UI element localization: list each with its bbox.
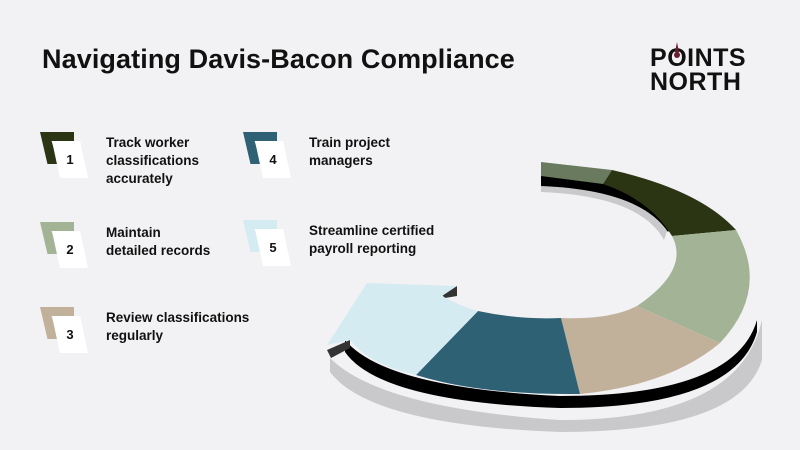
ring-segment-2 bbox=[637, 230, 750, 343]
page-title: Navigating Davis-Bacon Compliance bbox=[42, 44, 515, 74]
ring-segment-5-arrow bbox=[327, 283, 478, 375]
step-badge: 5 bbox=[243, 220, 295, 266]
logo-line-2: NORTH bbox=[650, 68, 742, 96]
step-badge: 3 bbox=[40, 307, 92, 353]
ring-segment-start bbox=[541, 162, 612, 184]
compass-pin-icon: O bbox=[667, 42, 688, 72]
step-badge: 2 bbox=[40, 222, 92, 268]
ring-segment-3 bbox=[561, 306, 720, 394]
ring-segment-4 bbox=[416, 311, 580, 395]
ring-segment-1 bbox=[603, 170, 736, 236]
step-badge: 4 bbox=[243, 132, 295, 178]
ring-edge bbox=[345, 320, 757, 408]
step-badge: 1 bbox=[40, 132, 92, 178]
arrow-flap bbox=[327, 340, 350, 358]
